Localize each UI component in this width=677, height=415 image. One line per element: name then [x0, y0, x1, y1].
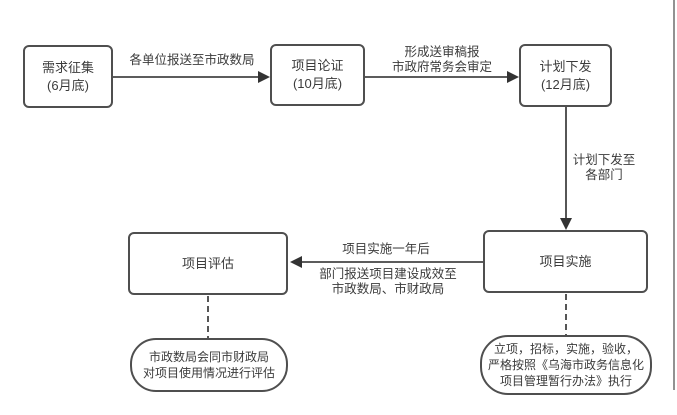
arrow-plan-to-implement-head	[560, 218, 572, 230]
node-plan-deadline: (12月底)	[540, 76, 591, 92]
node-review-title: 项目论证	[291, 58, 344, 73]
node-evaluate-title: 项目评估	[181, 255, 234, 271]
node-review-deadline: (10月底)	[292, 76, 343, 91]
arrow-demand-to-review-head	[258, 71, 270, 83]
arrow-review-to-plan-head	[507, 71, 519, 83]
edge-label-report-results: 部门报送项目建设成效至 市政数局、市财政局	[319, 267, 457, 296]
note-evaluation-method: 市政数局会同市财政局 对项目使用情况进行评估	[130, 338, 288, 392]
node-plan-title: 计划下发	[539, 58, 592, 74]
note-implementation-rules: 立项，招标，实施，验收， 严格按照《乌海市政务信息化 项目管理暂行办法》执行	[480, 335, 652, 395]
edge-label-draft-approval: 形成送审稿报 市政府常务会审定	[391, 45, 493, 74]
node-demand-deadline: (6月底)	[47, 77, 89, 93]
node-plan-release: 计划下发 (12月底)	[519, 44, 612, 107]
node-demand-collection: 需求征集 (6月底)	[23, 45, 113, 108]
edge-label-plan-dispatch: 计划下发至 各部门	[572, 153, 636, 182]
edge-label-submit-to-bureau: 各单位报送至市政数局	[129, 53, 255, 67]
node-demand-title: 需求征集	[41, 59, 94, 75]
edge-label-one-year-after: 项目实施一年后	[342, 242, 430, 256]
arrow-implement-to-evaluate-head	[290, 256, 302, 268]
node-project-implementation: 项目实施	[483, 230, 648, 293]
node-implement-title: 项目实施	[539, 253, 592, 269]
node-project-evaluation: 项目评估	[128, 232, 288, 295]
node-project-review: 项目论证 (10月底)	[270, 44, 365, 106]
